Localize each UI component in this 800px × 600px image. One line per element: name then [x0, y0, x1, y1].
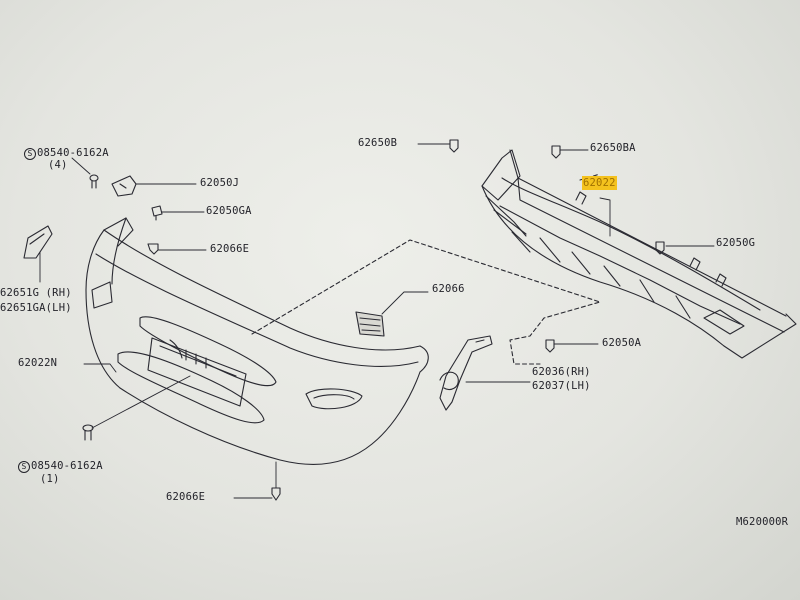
label-clip-e-bottom: 62066E [166, 491, 206, 503]
reinforcement-highlight: 62022 [582, 176, 617, 190]
clip-e-bottom-part [271, 487, 281, 501]
label-clip-a: 62050A [602, 337, 642, 349]
clip-b-part [449, 139, 459, 153]
clip-ga-part [151, 205, 163, 221]
label-clip-ba: 62650BA [590, 142, 636, 154]
bolt-bottom-number: 08540-6162A [31, 460, 103, 472]
label-pad: 62066 [432, 283, 465, 295]
label-bracket-j: 62050J [200, 177, 240, 189]
side-bracket-part [23, 225, 53, 259]
label-stay-lh: 62037(LH) [532, 380, 591, 392]
label-side-bracket-lh: 62651GA(LH) [0, 302, 72, 314]
label-clip-b: 62650B [358, 137, 398, 149]
bolt-prefix-circle: S [24, 148, 36, 160]
leader-lines [39, 143, 715, 499]
label-stay-rh: 62036(RH) [532, 366, 591, 378]
bumper-fascia [85, 217, 429, 465]
clip-g-part [655, 241, 665, 255]
dashed-explode-outline [251, 239, 601, 365]
bumper-reinforcement [481, 149, 797, 359]
label-clip-ga: 62050GA [206, 205, 252, 217]
stay-part [439, 335, 493, 411]
pad-part [355, 311, 385, 337]
label-bumper-fascia: 62022N [18, 357, 58, 369]
label-clip-g: 62050G [716, 237, 756, 249]
drawing-code: M620000R [736, 516, 789, 528]
clip-ba-part [551, 145, 561, 159]
label-bolt-top-qty: (4) [48, 159, 68, 171]
label-reinforcement: 62022 [582, 176, 617, 190]
bracket-j-part [111, 175, 137, 197]
label-side-bracket-rh: 62651G (RH) [0, 287, 72, 299]
bolt-top-number: 08540-6162A [37, 147, 109, 159]
clip-a-part [545, 339, 555, 353]
clip-e-top-part [147, 243, 159, 255]
bolt-bottom-part [82, 424, 94, 441]
bolt-top-part [89, 174, 99, 189]
label-bolt-bottom-qty: (1) [40, 473, 60, 485]
label-clip-e-top: 62066E [210, 243, 250, 255]
bolt-prefix-circle: S [18, 461, 30, 473]
